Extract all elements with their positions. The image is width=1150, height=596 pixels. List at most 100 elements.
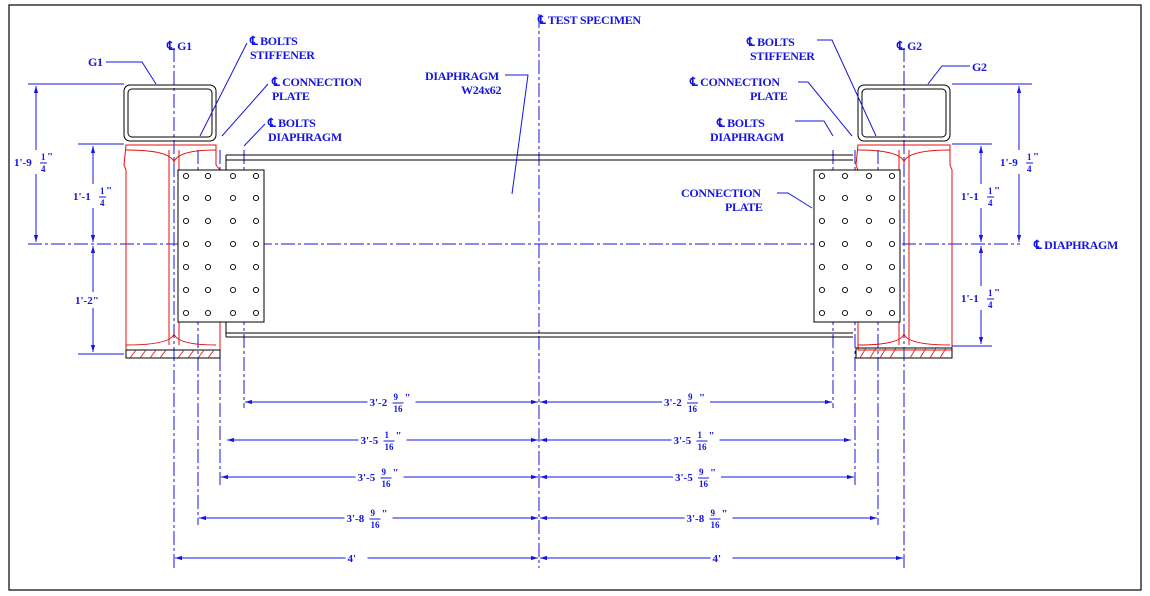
leader-bolts-stiffener-right [817,39,877,137]
bolt-hole [204,217,212,225]
bolt-hole [888,286,896,294]
leader-bolts-stiffener-left [199,42,248,137]
dim-right-upper-whole: 1'-1 [961,191,979,203]
dim-left-upper-den: 4 [100,198,105,208]
bolt-hole [204,172,212,180]
bolt-hole [182,309,190,317]
dim-row-5-right-whole: 4' [713,553,722,565]
dim-row-2-left-tail: " [396,430,402,442]
bolt-hole [888,263,896,271]
dim-row-4-right-num: 9 [711,508,716,518]
bolt-holes [182,172,896,317]
dim-right-lower-tail: " [994,287,1000,299]
dim-row-3-left-num: 9 [382,467,387,477]
bolt-hole [204,240,212,248]
bolt-hole [182,286,190,294]
dim-left-lower: 1'-2" [74,292,108,308]
dim-right-upper-tail: " [994,185,1000,197]
dim-row-4-left-num: 9 [371,508,376,518]
bolt-hole [182,263,190,271]
leader-connection-plate-right [798,81,853,137]
dim-row-3-left-tail: " [393,467,399,479]
bolt-hole [182,217,190,225]
bolt-hole [252,194,260,202]
label-cl-bolts-diaphragm-right-1: ℄ BOLTS [716,116,765,130]
dim-right-lower-num: 1 [988,288,993,298]
bolt-hole [865,240,873,248]
dim-row-4-left-tail: " [382,508,388,520]
label-diaphragm-1: DIAPHRAGM [425,69,499,83]
label-cl-connection-plate-right-2: PLATE [750,89,788,103]
bolt-hole [841,217,849,225]
dim-right-outer-whole: 1'-9 [1000,157,1018,169]
dim-left-lower-whole: 1'-2" [75,295,99,307]
label-connection-plate-1: CONNECTION [681,186,761,200]
dim-left-outer-den: 4 [41,164,46,174]
label-cl-bolts-stiffener-right-1: ℄ BOLTS [746,35,795,49]
bolt-hole [252,172,260,180]
dim-row-2-right-den: 16 [698,442,708,452]
bolt-hole [888,240,896,248]
dim-right-outer-tail: " [1033,151,1039,163]
dim-row-3-left-whole: 3'-5 [358,472,376,484]
dim-row-1-left-den: 16 [394,404,404,414]
bolt-hole [252,217,260,225]
dim-left-upper-num: 1 [100,186,105,196]
bolt-hole [865,172,873,180]
leader-connection-plate-left [221,83,269,137]
label-cl-test-specimen: ℄ TEST SPECIMEN [537,13,641,27]
label-cl-bolts-diaphragm-right-2: DIAPHRAGM [710,130,784,144]
dim-row-2-right-tail: " [709,430,715,442]
dim-right-upper-den: 4 [988,198,993,208]
bolt-hole [204,194,212,202]
bolt-hole [818,263,826,271]
dim-row-3-right-tail: " [710,467,716,479]
dim-left-outer-whole: 1'-9 [14,157,32,169]
bolt-hole [818,172,826,180]
label-cl-connection-plate-left-2: PLATE [272,89,310,103]
bolt-hole [182,240,190,248]
sheet-border [8,4,1142,591]
dim-right-lower-whole: 1'-1 [961,293,979,305]
bolt-hole [865,309,873,317]
dim-row-3-left-den: 16 [382,479,392,489]
dim-row-5-left-whole: 4' [348,553,357,565]
dim-right-outer-den: 4 [1027,164,1032,174]
bolt-hole [818,286,826,294]
dim-row-2-left-num: 1 [385,430,390,440]
bolt-hole [841,309,849,317]
dim-row-3-right-num: 9 [699,467,704,477]
bolt-hole [888,194,896,202]
dim-row-4-left-whole: 3'-8 [347,513,365,525]
bolt-hole [865,263,873,271]
connection-plate-right [813,169,901,323]
girder-g2 [855,84,953,359]
dim-row-5: 4' 4' [175,546,903,568]
bolt-hole [229,194,237,202]
dim-row-2-right-whole: 3'-5 [674,435,692,447]
labels: ℄ TEST SPECIMEN ℄ G1 ℄ G2 G1 G2 ℄ BOLTS … [88,13,1118,252]
dim-row-1-left-num: 9 [394,392,399,402]
dim-left-upper: 1'-1 1 4 " [73,184,112,208]
label-cl-bolts-stiffener-left-2: STIFFENER [250,48,315,62]
label-cl-bolts-stiffener-right-2: STIFFENER [750,49,815,63]
bolt-hole [865,194,873,202]
label-connection-plate-2: PLATE [725,200,763,214]
bolt-hole [865,286,873,294]
bolt-hole [841,194,849,202]
dim-right-outer: 1'-9 1 4 " [1000,150,1039,174]
dim-row-1-right-num: 9 [688,392,693,402]
label-cl-bolts-diaphragm-left-2: DIAPHRAGM [268,130,342,144]
bolt-hole [841,172,849,180]
bolt-hole [841,263,849,271]
label-g2: G2 [972,60,987,74]
dim-right-lower-den: 4 [988,300,993,310]
leader-connection-plate [777,192,813,209]
dim-right-lower: 1'-1 1 4 " [961,286,1000,310]
dim-row-4-left-den: 16 [371,520,381,530]
